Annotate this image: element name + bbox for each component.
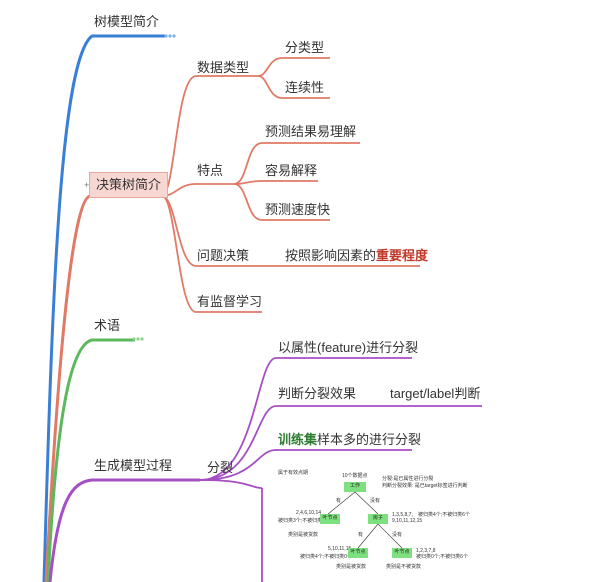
node-problem-decision[interactable]: 问题决策 xyxy=(197,248,250,263)
node-train-split[interactable]: 训练集样本多的进行分裂 xyxy=(278,432,421,448)
collapse-marker: + xyxy=(84,180,90,190)
node-easy-explain[interactable]: 容易解释 xyxy=(265,163,318,178)
thumb-root-count: 10个数据点 xyxy=(342,473,368,479)
branch-dt-intro xyxy=(44,194,162,582)
thumb-yes: 有 xyxy=(336,498,342,504)
train-highlight: 训练集 xyxy=(278,432,318,447)
importance-highlight: 重要程度 xyxy=(376,248,429,263)
node-continuous[interactable]: 连续性 xyxy=(285,80,325,95)
train-suffix: 样本多的进行分裂 xyxy=(317,432,422,447)
thumb-rr-ids: 1,2,3,7,8 xyxy=(416,548,436,554)
thumb-right-ids2: 9,10,11,12,15 xyxy=(392,518,423,524)
thumb-rr-note: 被归类0个;不被归类6个 xyxy=(416,554,468,560)
node-gen-process[interactable]: 生成模型过程 xyxy=(94,458,173,473)
decision-tree-thumbnail[interactable]: 属于有效点期 10个数据点 工作 分裂:是已属性进行分裂 判断分裂效果: 是已t… xyxy=(270,462,482,580)
node-importance[interactable]: 按照影响因素的重要程度 xyxy=(285,248,428,264)
node-features[interactable]: 特点 xyxy=(197,163,224,178)
node-easy-understand[interactable]: 预测结果易理解 xyxy=(265,124,357,139)
thumb-root-box: 工作 xyxy=(344,482,366,492)
node-tree-intro[interactable]: 树模型简介 xyxy=(94,14,160,29)
thumb-no2: 没有 xyxy=(392,532,403,538)
thumb-no: 没有 xyxy=(370,498,381,504)
thumb-ll-ids: 5,10,11,15 xyxy=(328,546,352,552)
node-split-by-feature[interactable]: 以属性(feature)进行分裂 xyxy=(278,340,419,355)
thumb-left-note: 被归类3个;不被归类0个 xyxy=(278,518,330,524)
node-supervised[interactable]: 有监督学习 xyxy=(197,294,263,309)
branch-tree-intro xyxy=(42,34,165,582)
node-target-label[interactable]: target/label判断 xyxy=(390,386,481,401)
thumb-left-result: 类别是被货款 xyxy=(288,532,319,538)
thumb-root-note2: 判断分裂效果: 是已target标签进行判断 xyxy=(382,483,468,489)
collapse-dots-tree-intro xyxy=(164,34,176,38)
thumb-rr-leaf: 叶节点 xyxy=(392,548,412,558)
node-terms[interactable]: 术语 xyxy=(94,318,121,333)
thumb-caption: 属于有效点期 xyxy=(278,470,309,476)
thumb-root-note1: 分裂:是已属性进行分裂 xyxy=(382,476,434,482)
node-judge-split[interactable]: 判断分裂效果 xyxy=(278,386,357,401)
thumb-right-box: 房子 xyxy=(368,514,388,524)
node-dt-intro[interactable]: 决策树简介 xyxy=(89,172,169,198)
importance-prefix: 按照影响因素的 xyxy=(285,248,377,263)
thumb-right-note: 被归类4个;不被归类6个 xyxy=(418,512,470,518)
node-split[interactable]: 分裂 xyxy=(207,460,234,475)
node-data-type[interactable]: 数据类型 xyxy=(197,60,250,75)
thumb-left-ids: 2,4,6,10,14 xyxy=(296,510,322,516)
collapse-dots-terms xyxy=(132,337,144,341)
node-categorical[interactable]: 分类型 xyxy=(285,40,325,55)
thumb-ll-result: 类别是被货款 xyxy=(336,564,367,570)
branch-terms xyxy=(46,338,135,582)
thumb-yes2: 有 xyxy=(358,532,364,538)
thumb-rr-result: 类别是不被货款 xyxy=(386,564,422,570)
node-fast-predict[interactable]: 预测速度快 xyxy=(265,202,331,217)
thumb-left-leaf: 叶节点 xyxy=(320,514,340,524)
thumb-ll-leaf: 叶节点 xyxy=(348,548,368,558)
thumb-ll-note: 被归类4个;不被归类0个 xyxy=(300,554,352,560)
branch-gen-process xyxy=(48,478,200,582)
thumbnail-connectors xyxy=(327,491,403,549)
thumb-right-ids: 1,3,5,8,7, xyxy=(392,512,413,518)
